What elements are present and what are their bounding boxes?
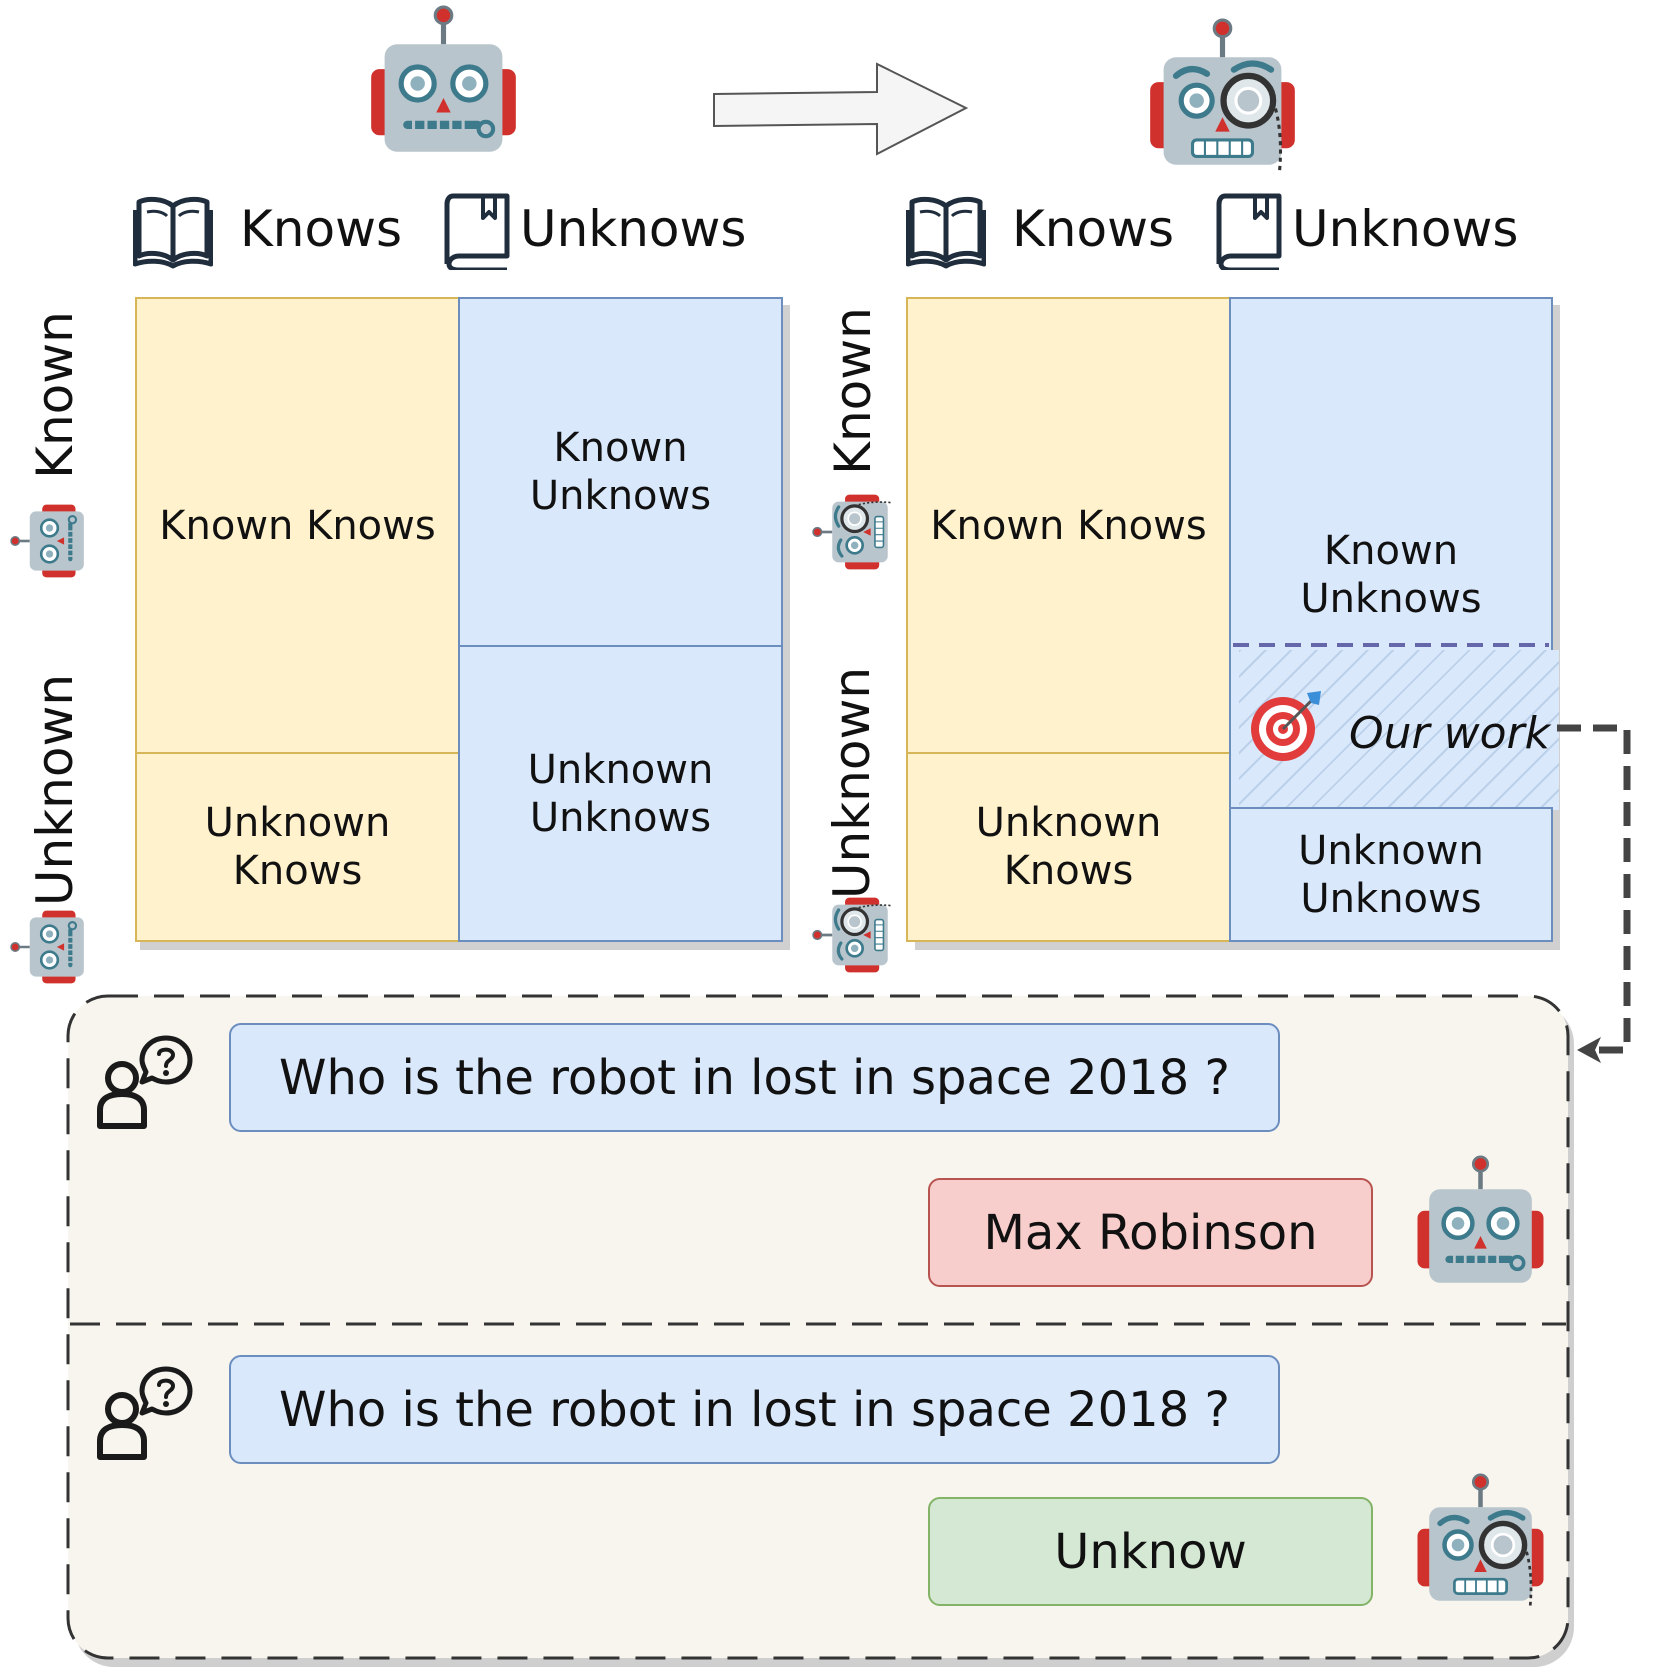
answer-bubble-bottom: Unknow — [928, 1497, 1373, 1606]
monocle-robot-icon — [812, 492, 892, 572]
right-unknown-knows: Unknown Knows — [906, 752, 1231, 942]
robot-icon — [10, 502, 88, 580]
left-unknown-unknows: Unknown Unknows — [458, 645, 783, 942]
legend-knows-right: Knows — [1012, 200, 1175, 258]
target-icon — [1251, 691, 1321, 761]
arrow-right-icon — [713, 62, 969, 156]
connector-arrow — [1557, 724, 1631, 1063]
dashed-separator — [1233, 643, 1549, 647]
legend-unknows-left: Unknows — [520, 200, 747, 258]
user-question-icon — [94, 1032, 194, 1132]
monocle-robot-icon — [1145, 18, 1300, 173]
our-work-label: Our work — [1349, 708, 1551, 759]
left-unknown-knows: Unknown Knows — [135, 752, 460, 942]
user-question-icon — [94, 1363, 194, 1463]
left-known-knows: Known Knows — [135, 297, 460, 754]
right-known-knows: Known Knows — [906, 297, 1231, 754]
closed-book-icon — [443, 190, 513, 270]
closed-book-icon — [1215, 190, 1285, 270]
left-known-unknows: Known Unknows — [458, 297, 783, 647]
open-book-icon — [133, 190, 213, 270]
left-row-label-known: Known — [26, 311, 84, 479]
question-bubble-bottom: Who is the robot in lost in space 2018 ? — [229, 1355, 1280, 1464]
open-book-icon — [906, 190, 986, 270]
answer-bubble-top: Max Robinson — [928, 1178, 1373, 1287]
question-bubble-top: Who is the robot in lost in space 2018 ? — [229, 1023, 1280, 1132]
legend-unknows-right: Unknows — [1292, 200, 1519, 258]
monocle-robot-icon — [812, 895, 892, 975]
robot-icon — [1413, 1155, 1548, 1290]
legend-knows-left: Knows — [240, 200, 403, 258]
robot-icon — [366, 5, 521, 160]
robot-icon — [10, 908, 88, 986]
left-row-label-unknown: Unknown — [26, 673, 84, 907]
monocle-robot-icon — [1413, 1473, 1548, 1608]
right-unknown-unknows: Unknown Unknows — [1229, 807, 1553, 942]
right-row-label-unknown: Unknown — [823, 666, 881, 900]
right-row-label-known: Known — [824, 307, 882, 475]
